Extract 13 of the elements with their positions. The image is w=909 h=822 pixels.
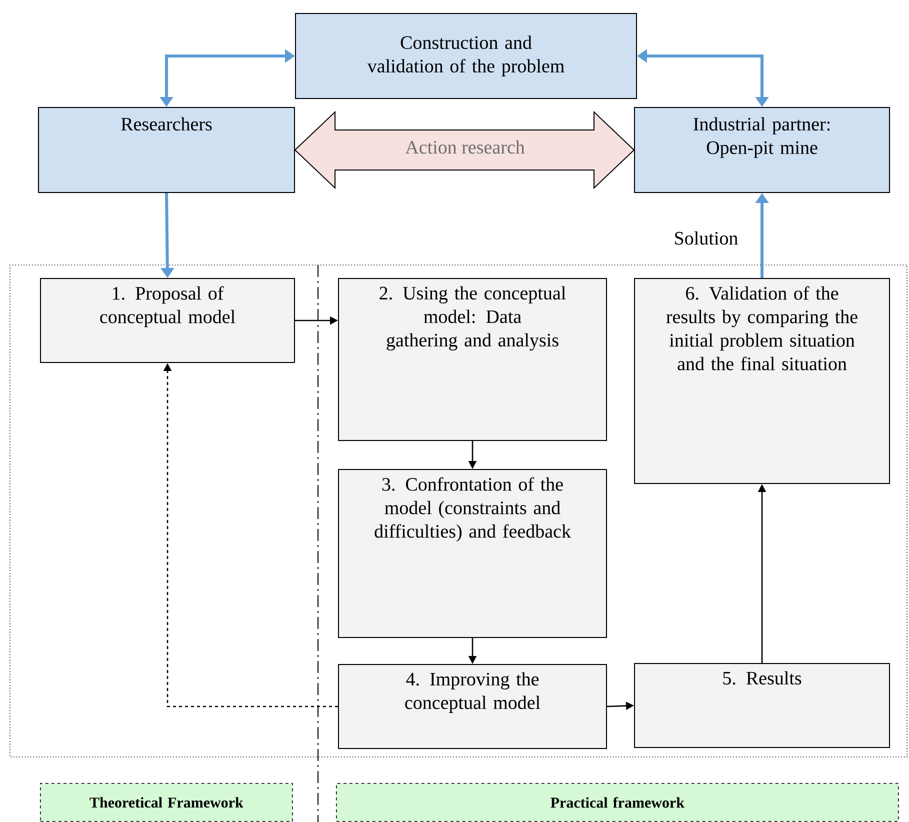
problem-box: Construction and validation of the problem <box>295 13 637 99</box>
actor-box: Industrial partner: Open-pit mine <box>634 107 890 193</box>
framework-box: Practical framework <box>336 783 899 822</box>
framework-box: Theoretical Framework <box>40 783 293 822</box>
edge-label: Solution <box>672 230 740 246</box>
process-box: 1. Proposal of conceptual model <box>40 278 295 363</box>
process-box: 5. Results <box>634 663 890 748</box>
process-box: 4. Improving the conceptual model <box>338 664 607 749</box>
process-box: 2. Using the conceptual model: Data gathering and analysis <box>338 278 607 441</box>
process-box: 3. Confrontation of the model (constraints and difficulties) and feedback <box>338 469 607 638</box>
process-box: 6. Validation of the results by comparing the initial problem situation and the final situation <box>634 278 890 484</box>
edge-label: Action research <box>404 139 526 155</box>
actor-box: Researchers <box>38 107 295 193</box>
